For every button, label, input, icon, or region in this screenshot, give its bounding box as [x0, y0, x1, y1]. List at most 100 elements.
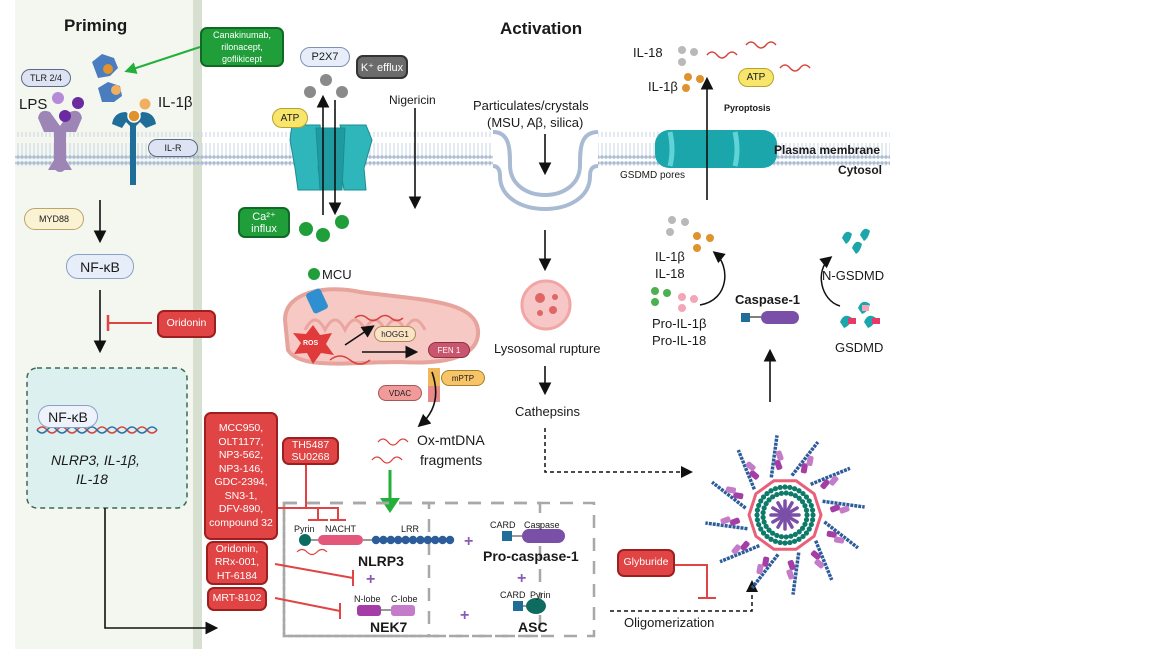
caspase1-pod: [787, 559, 796, 571]
drug-goflikicept: goflikicept: [221, 54, 263, 64]
asc-bead: [787, 539, 793, 546]
caspase1-pod: [733, 492, 744, 500]
drug-oridonin: Oridonin,: [215, 542, 259, 555]
asc-bead: [760, 510, 766, 516]
asc-bead: [782, 540, 788, 546]
lrr-bead: [379, 535, 388, 545]
asc-bead: [766, 497, 772, 503]
drug-dfv-890: DFV-890,: [218, 503, 264, 515]
nlrp3-label: NLRP3: [358, 553, 404, 569]
drug-olt1177: OLT1177,: [218, 435, 264, 448]
mcu-label: MCU: [322, 267, 352, 282]
asc-bead: [803, 530, 810, 536]
caspase1-pod: [814, 559, 825, 569]
asc-filament: [823, 520, 860, 550]
released-il18-label: IL-18: [633, 45, 663, 60]
n-gsdmd: [842, 228, 870, 254]
asc-bead: [802, 503, 808, 509]
asc-bead: [796, 488, 802, 494]
drug-sn3-1: SN3-1,: [224, 489, 258, 502]
asc-bead: [808, 521, 814, 528]
gsdmd-pore: [655, 130, 777, 168]
asc-bead: [756, 521, 762, 528]
drug-mcc950: MCC950,: [218, 422, 264, 434]
drug-th5487: TH5487: [291, 439, 330, 451]
asc-filament: [790, 440, 820, 477]
released-il18: [678, 46, 698, 66]
asc-bead: [774, 532, 780, 539]
asc-filament: [810, 466, 851, 486]
ox-mtdna-line1: Ox-mtDNA: [417, 432, 485, 448]
mrt-8102-box: MRT-8102: [207, 587, 267, 611]
asc-bead: [772, 486, 779, 492]
asc-bead: [792, 531, 798, 538]
lrr-bead: [394, 535, 403, 545]
asc-bead: [777, 484, 783, 491]
drug-np3-562: NP3-562,: [218, 449, 264, 461]
cathepsins-label: Cathepsins: [515, 404, 581, 419]
nigericin-label: Nigericin: [389, 93, 436, 107]
asc-bead: [809, 517, 816, 523]
caspase1-pod: [810, 550, 821, 560]
mature-il1b-label: IL-1β: [655, 249, 685, 264]
particulates-line1: Particulates/crystals: [473, 98, 589, 113]
ca-ions: [299, 215, 349, 242]
asc-bead: [810, 512, 816, 518]
asc-bead: [803, 494, 810, 500]
asc-bead: [764, 490, 770, 497]
asc-protein: [513, 598, 546, 614]
il1b-label: IL-1β: [158, 94, 193, 111]
cytosol-label: Cytosol: [838, 163, 883, 177]
gsdmd-pores-label: GSDMD pores: [620, 170, 686, 181]
asc-bead: [796, 529, 802, 535]
caspase1-pod: [740, 540, 750, 551]
asc-bead: [809, 507, 816, 513]
myd88-label: MYD88: [24, 208, 84, 230]
ros-burst: [293, 325, 334, 364]
asc-bead: [808, 502, 814, 509]
svg-text:+: +: [366, 571, 375, 588]
asc-bead: [799, 525, 806, 531]
asc-label: ASC: [518, 619, 548, 635]
caspase1-pod: [774, 459, 783, 471]
mature-il1b: [693, 232, 714, 252]
asc-card-label: CARD: [500, 590, 526, 600]
il1b-free: [139, 98, 151, 110]
nek7-interaction-inhibitors-box: Oridonin, RRx-001, HT-6184: [206, 541, 268, 585]
asc-bead: [754, 517, 761, 523]
caspase1-pod: [786, 569, 795, 580]
asc-filament: [710, 480, 747, 510]
asc-bead: [792, 492, 798, 499]
asc-bead: [770, 494, 776, 500]
asc-bead: [754, 507, 761, 513]
mcu-channel: [306, 288, 328, 314]
lrr-bead: [408, 535, 418, 545]
lrr-bead: [431, 535, 440, 545]
asc-bead: [782, 484, 788, 490]
oligomerization-label: Oligomerization: [624, 615, 715, 630]
released-il1b-label: IL-1β: [648, 79, 678, 94]
ogg1-inhibitors-box: TH5487 SU0268: [282, 437, 339, 465]
plasma-membrane: [15, 132, 493, 166]
asc-bead: [803, 507, 810, 513]
caspase1-pod: [749, 470, 760, 480]
asc-bead: [763, 523, 769, 529]
biologic-inhibition-arrow: [124, 46, 201, 74]
caspase1-pod: [829, 504, 841, 513]
svg-text:+: +: [464, 533, 473, 550]
caspase1-pod: [833, 536, 845, 544]
ca-influx-box: Ca²⁺ influx: [238, 207, 290, 238]
asc-bead: [774, 491, 780, 498]
caspase1-pod: [806, 455, 814, 467]
atp-label: ATP: [272, 108, 308, 128]
k-efflux-label: K⁺ efflux: [356, 55, 408, 79]
pro-il18: [678, 293, 698, 312]
vdac-label: VDAC: [378, 385, 422, 401]
asc-bead: [806, 498, 812, 504]
ilr-label: IL-R: [148, 139, 198, 157]
drug-rilonacept: rilonacept,: [221, 42, 263, 52]
asc-filament: [814, 540, 834, 581]
nlrp3-core-spoke: [783, 506, 799, 517]
asc-bead: [777, 539, 783, 546]
